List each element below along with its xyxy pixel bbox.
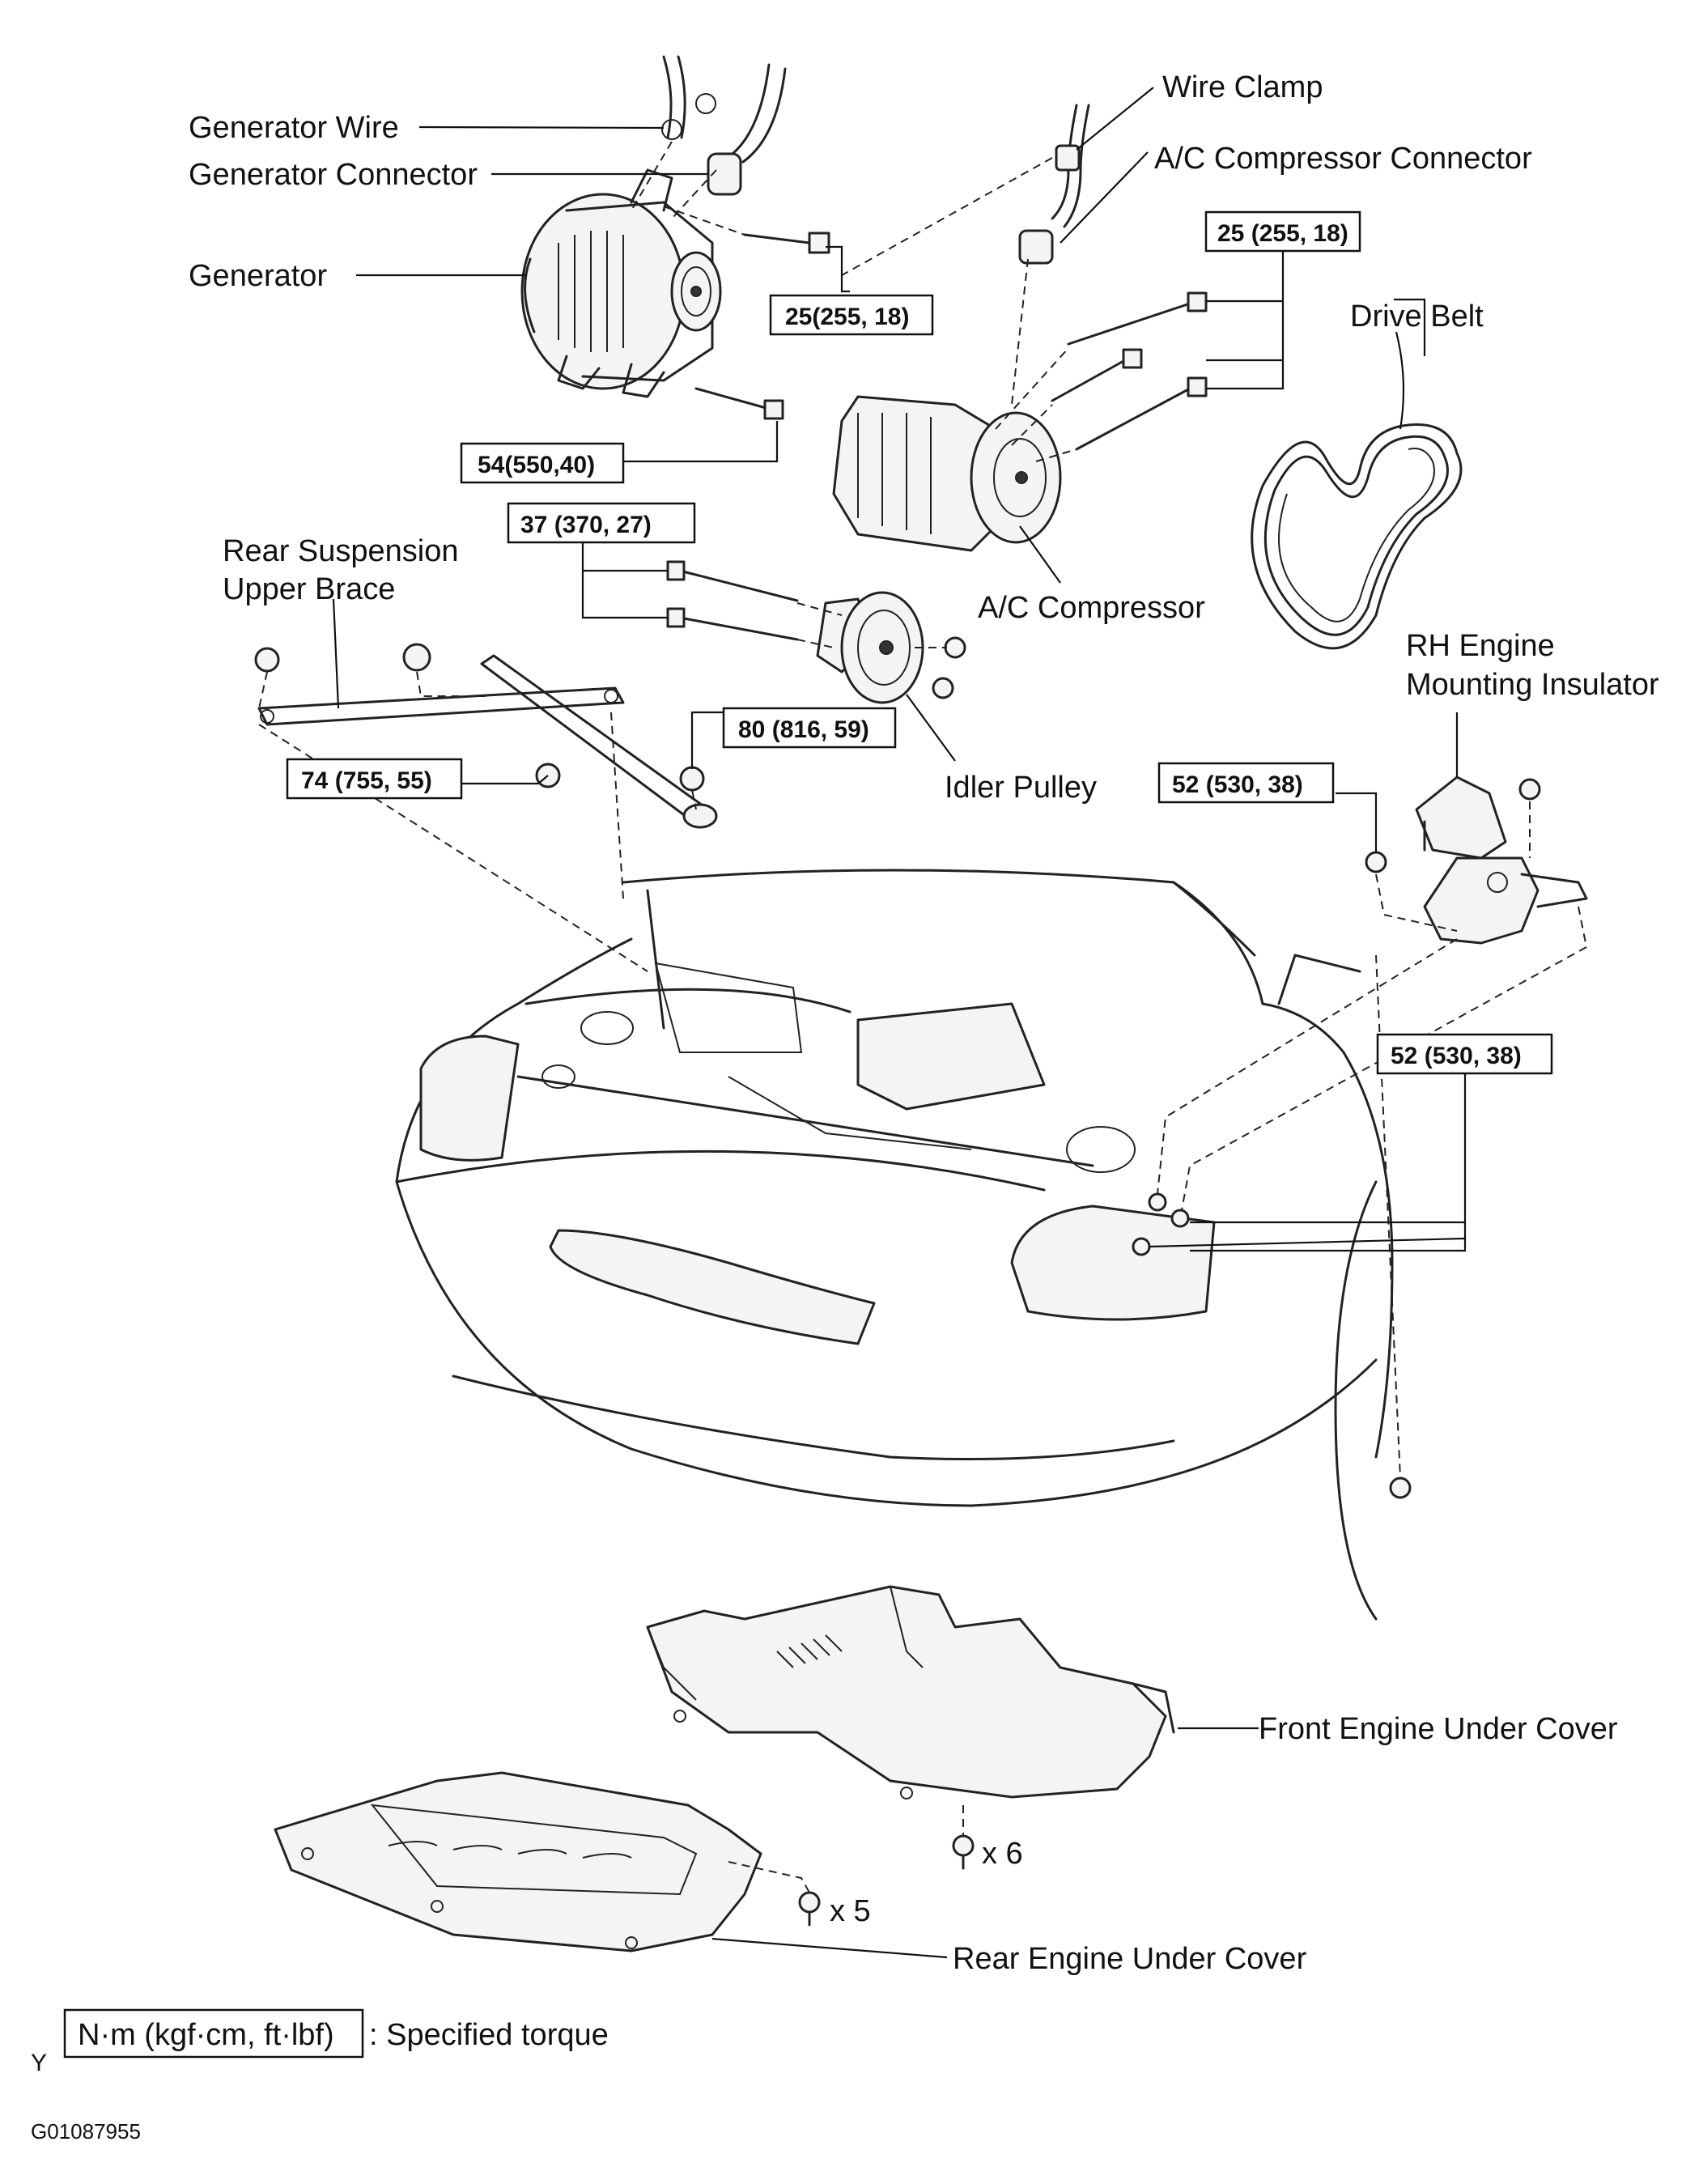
svg-text:52 (530, 38): 52 (530, 38): [1391, 1043, 1522, 1069]
torque-boxes: 25(255, 18) 54(550,40) 25 (255, 18) 37 (…: [286, 210, 1553, 1075]
torque-mount-lower: 52 (530, 38): [1376, 1033, 1553, 1075]
svg-text:37 (370, 27): 37 (370, 27): [520, 512, 652, 538]
torque-mount-upper: 52 (530, 38): [1157, 762, 1335, 804]
legend-unit: N·m (kgf·cm, ft·lbf): [78, 2018, 334, 2052]
svg-text:25 (255, 18): 25 (255, 18): [1217, 220, 1348, 247]
ac-compressor-drawing: [832, 104, 1090, 552]
label-ac-compressor-connector: A/C Compressor Connector: [1154, 142, 1532, 176]
leader-lines: [332, 87, 1467, 1959]
svg-text:25(255, 18): 25(255, 18): [785, 304, 909, 330]
label-drive-belt: Drive Belt: [1350, 300, 1484, 334]
torque-idler-nut: 80 (816, 59): [722, 707, 897, 749]
svg-text:54(550,40): 54(550,40): [478, 452, 595, 478]
label-rear-engine-under-cover: Rear Engine Under Cover: [953, 1942, 1307, 1976]
torque-brace: 74 (755, 55): [286, 758, 463, 800]
label-upper-brace-line2: Upper Brace: [223, 572, 395, 606]
rh-mount-drawing: [1365, 775, 1588, 945]
front-under-cover-drawing: [646, 1585, 1175, 1870]
svg-text:80 (816, 59): 80 (816, 59): [738, 716, 869, 743]
label-generator-connector: Generator Connector: [189, 158, 478, 192]
drive-belt-drawing: [1251, 423, 1463, 650]
label-qty-x5: x 5: [830, 1894, 871, 1928]
torque-idler-pulley: 37 (370, 27): [507, 502, 696, 544]
generator-bolts: [694, 232, 830, 420]
generator-drawing: [520, 55, 787, 398]
label-front-engine-under-cover: Front Engine Under Cover: [1259, 1712, 1618, 1746]
svg-text:52 (530, 38): 52 (530, 38): [1172, 771, 1303, 798]
rear-under-cover-drawing: [274, 1771, 821, 1952]
label-qty-x6: x 6: [982, 1837, 1023, 1871]
compressor-bolts: [1051, 291, 1208, 451]
label-rear-suspension-line1: Rear Suspension: [223, 534, 459, 568]
label-mounting-insulator-line2: Mounting Insulator: [1406, 668, 1659, 702]
label-generator: Generator: [189, 259, 327, 293]
figure-code: G01087955: [31, 2119, 141, 2144]
label-rh-engine-line1: RH Engine: [1406, 629, 1555, 663]
vehicle-body-drawing: [395, 869, 1412, 1621]
torque-compressor: 25 (255, 18): [1204, 210, 1361, 253]
svg-text:74 (755, 55): 74 (755, 55): [301, 767, 432, 794]
upper-brace-drawing: [254, 643, 718, 829]
legend: N·m (kgf·cm, ft·lbf) : Specified torque …: [31, 2008, 609, 2144]
torque-generator-upper: 25(255, 18): [769, 294, 934, 336]
label-ac-compressor: A/C Compressor: [978, 591, 1205, 625]
corner-mark: Y: [31, 2050, 47, 2076]
label-wire-clamp: Wire Clamp: [1162, 70, 1323, 104]
legend-unit-box: [63, 2008, 364, 2059]
torque-generator-lower: 54(550,40): [460, 442, 625, 484]
label-generator-wire: Generator Wire: [189, 111, 399, 145]
idler-pulley-drawing: [666, 560, 966, 704]
part-labels: Generator Wire Generator Connector Gener…: [189, 70, 1659, 1976]
legend-text: : Specified torque: [369, 2018, 609, 2052]
label-idler-pulley: Idler Pulley: [945, 771, 1097, 805]
